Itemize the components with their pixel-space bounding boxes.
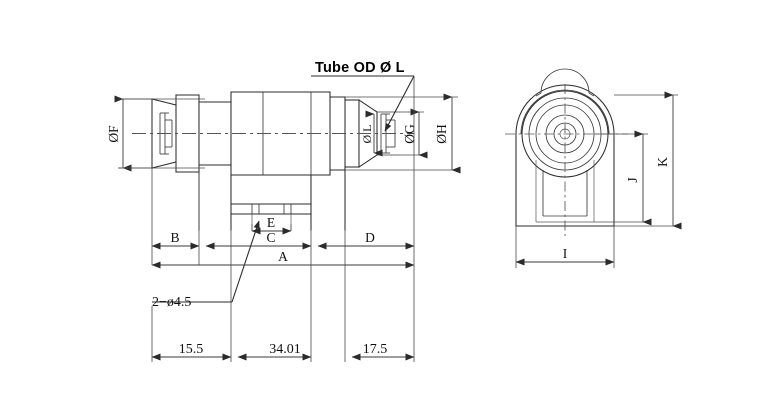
dim-label-e: E (267, 215, 275, 230)
dim-label-phi-f: ØF (106, 125, 121, 143)
note-tube-od: Tube OD Ø L (315, 60, 405, 76)
dim-label-numeric-right: 17.5 (363, 342, 388, 357)
dim-label-k: K (655, 157, 670, 167)
dim-row-numeric: 15.5 34.01 17.5 (151, 265, 415, 362)
dim-label-b: B (170, 230, 179, 245)
dim-i: I (515, 226, 615, 268)
dim-label-phi-g: ØG (402, 124, 417, 144)
dim-j: J (594, 130, 652, 226)
dim-label-numeric-middle: 34.01 (269, 342, 301, 357)
dim-phi-g: ØG (400, 108, 428, 159)
dim-label-numeric-left: 15.5 (179, 342, 204, 357)
dim-label-c: C (266, 230, 275, 245)
dim-phi-h: ØH (345, 93, 461, 174)
dim-label-i: I (563, 246, 568, 261)
dim-label-a: A (278, 249, 288, 264)
dim-phi-l: Ø L (360, 110, 383, 157)
dim-label-j: J (625, 177, 640, 182)
dim-row-bcd: B C D A (151, 76, 415, 269)
dim-label-d: D (365, 230, 375, 245)
dim-label-phi-h: ØH (434, 124, 449, 144)
dim-k: K (614, 91, 682, 230)
dim-e: E (251, 215, 292, 235)
hole-callout-label: 2−ø4.5 (152, 295, 191, 310)
dim-label-phi-l: Ø L (360, 125, 374, 144)
